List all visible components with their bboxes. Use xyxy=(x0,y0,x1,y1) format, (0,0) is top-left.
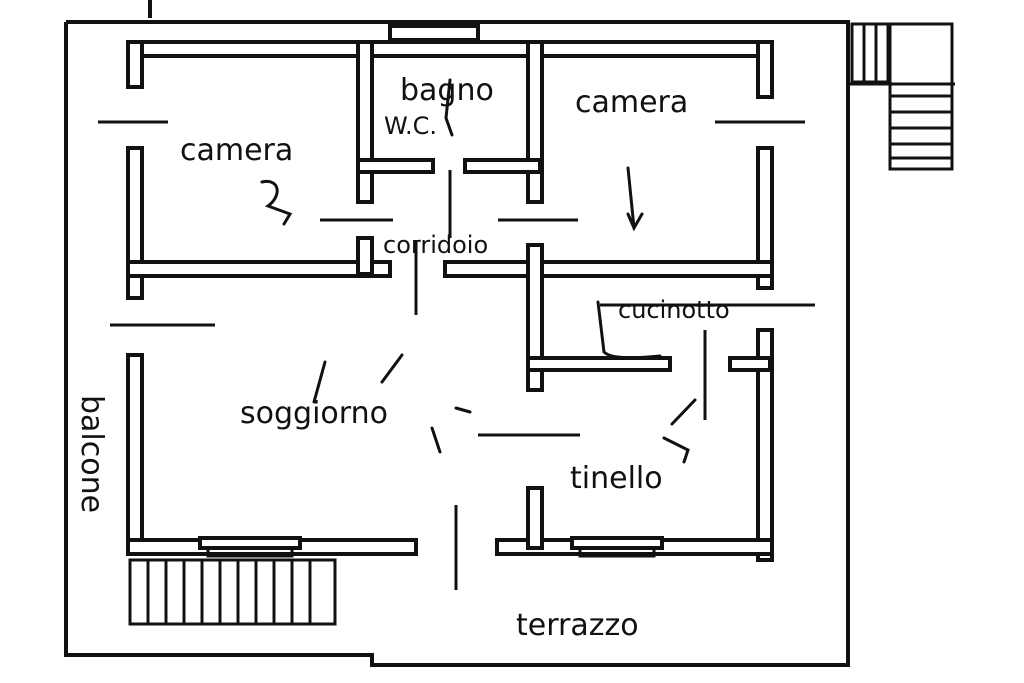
room-labels: camera bagno W.C. camera corridoio cucin… xyxy=(74,73,730,643)
annotation-marks xyxy=(260,78,697,464)
room-label-camera-left: camera xyxy=(180,133,293,168)
room-label-cucinotto: cucinotto xyxy=(618,296,730,324)
balcony-railing xyxy=(128,558,337,626)
room-label-tinello: tinello xyxy=(570,461,663,496)
room-label-wc: W.C. xyxy=(384,112,437,140)
staircase xyxy=(850,22,954,171)
room-label-terrazzo: terrazzo xyxy=(516,608,639,643)
door-openings xyxy=(98,120,815,590)
room-label-balcone: balcone xyxy=(74,395,109,513)
interior-walls xyxy=(126,40,774,392)
outer-boundary xyxy=(64,0,955,667)
room-label-soggiorno: soggiorno xyxy=(240,396,388,431)
room-label-camera-right: camera xyxy=(575,85,688,120)
room-label-corridoio: corridoio xyxy=(383,231,488,259)
windows xyxy=(198,24,664,558)
room-label-bagno: bagno xyxy=(400,73,494,108)
